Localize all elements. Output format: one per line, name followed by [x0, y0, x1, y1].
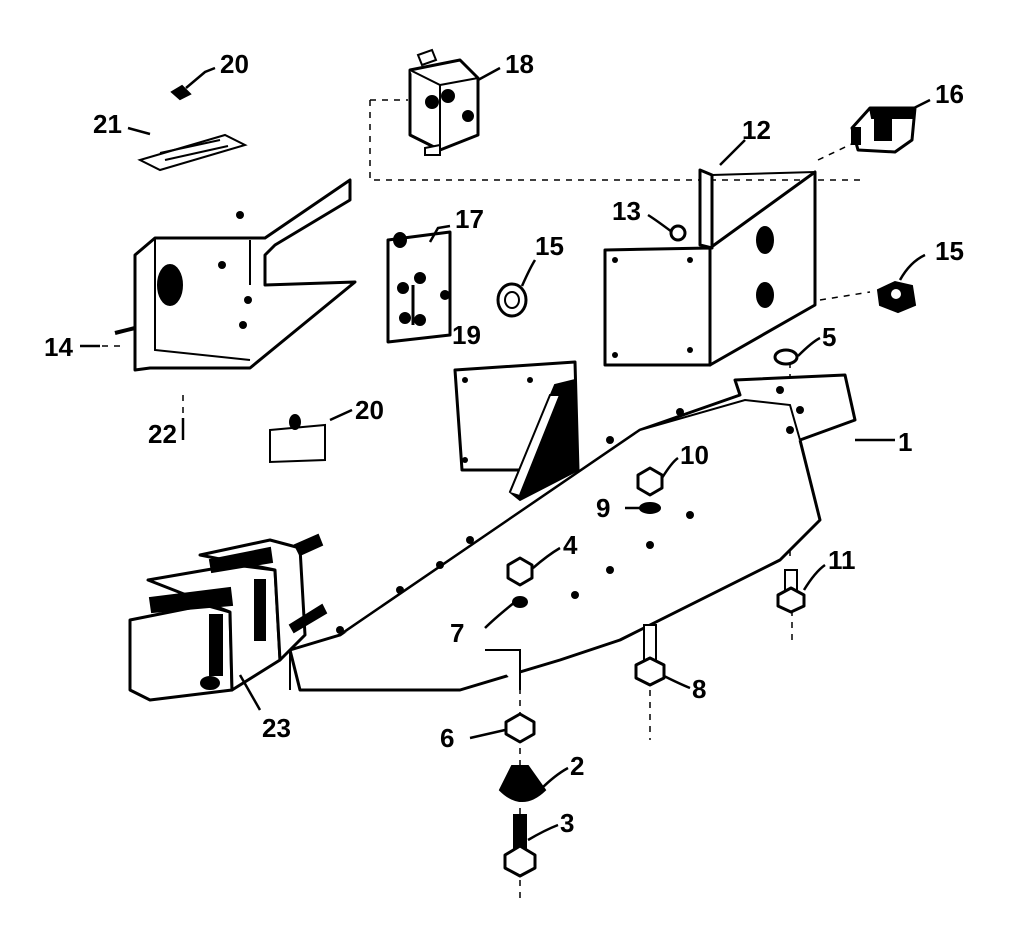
callout-14: 14 — [44, 332, 73, 362]
callout-20-lower: 20 — [355, 395, 384, 425]
callout-12: 12 — [742, 115, 771, 145]
callout-7: 7 — [450, 618, 464, 648]
washer-5-part — [773, 348, 799, 366]
nameplate-part — [137, 133, 248, 172]
clip-20-lower-part — [269, 414, 326, 464]
washer-9-part — [639, 502, 661, 514]
callout-17: 17 — [455, 204, 484, 234]
grommet-15-right-part — [876, 280, 917, 314]
callout-15-left: 15 — [535, 231, 564, 261]
switch-16-part — [850, 106, 917, 154]
bolt-3-part — [503, 814, 537, 878]
rubber-mount-2-part — [498, 765, 547, 802]
bolt-11-part — [776, 569, 806, 614]
relay-box-part — [408, 48, 480, 156]
bolt-8-part — [634, 624, 666, 687]
callout-2: 2 — [570, 751, 584, 781]
callout-3: 3 — [560, 808, 574, 838]
callout-22: 22 — [148, 419, 177, 449]
left-bracket-part — [114, 178, 357, 372]
callout-5: 5 — [822, 322, 836, 352]
callout-10: 10 — [680, 440, 709, 470]
nut-6-part — [504, 712, 536, 744]
gusset-bracket-part — [453, 360, 580, 502]
right-u-bracket-part — [603, 168, 817, 367]
nut-4-part — [506, 556, 534, 587]
callout-11: 11 — [828, 545, 856, 575]
screw-20-top-part — [170, 84, 192, 101]
grommet-15-left-part — [496, 282, 528, 318]
screw-13-part — [669, 224, 687, 242]
callout-6: 6 — [440, 723, 454, 753]
motor-assembly-part — [128, 533, 328, 702]
callout-20-top: 20 — [220, 49, 249, 79]
washer-7-part — [512, 596, 528, 608]
callout-labels: 1 2 3 4 5 6 7 8 9 10 11 12 13 14 15 15 1… — [44, 49, 964, 838]
terminal-board-part — [386, 230, 452, 344]
callout-19: 19 — [452, 320, 481, 350]
callout-16: 16 — [935, 79, 964, 109]
callout-leaders — [80, 66, 931, 842]
callout-13: 13 — [612, 196, 641, 226]
callout-15-right: 15 — [935, 236, 964, 266]
base-frame-part — [288, 373, 857, 692]
callout-4: 4 — [563, 530, 578, 560]
nut-10-part — [636, 466, 664, 497]
callout-8: 8 — [692, 674, 706, 704]
callout-23: 23 — [262, 713, 291, 743]
callout-18: 18 — [505, 49, 534, 79]
callout-1: 1 — [898, 427, 912, 457]
callout-9: 9 — [596, 493, 610, 523]
callout-21: 21 — [93, 109, 122, 139]
